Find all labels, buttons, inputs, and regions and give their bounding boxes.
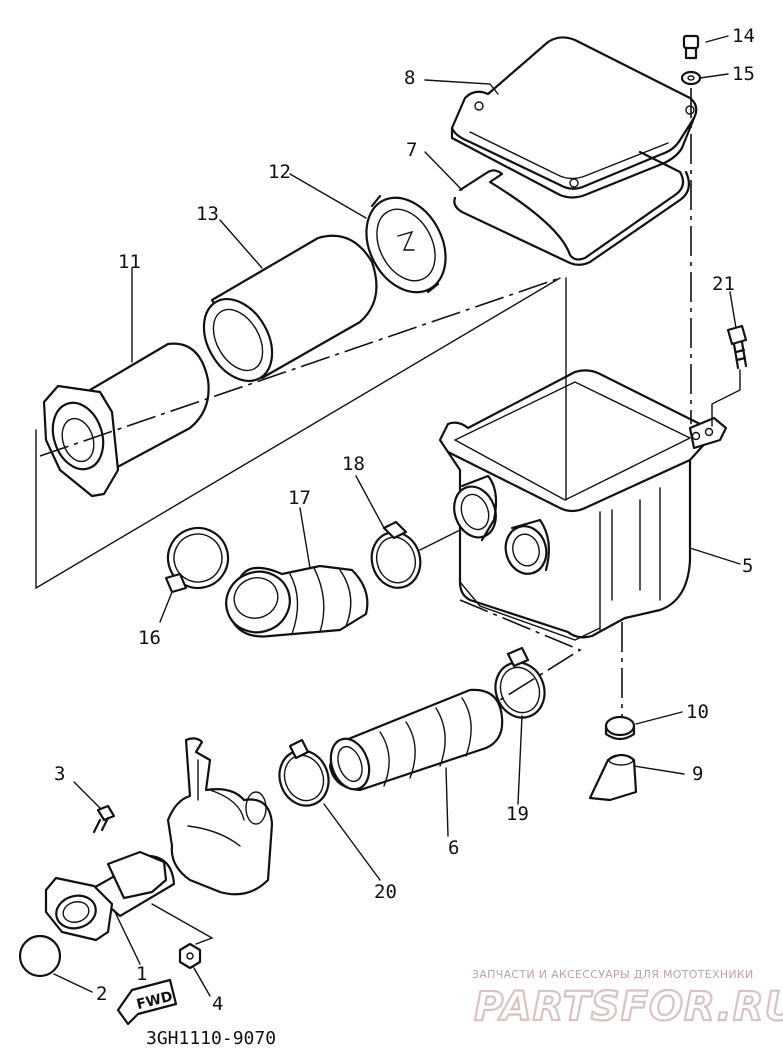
o-ring [18,934,62,978]
callout-13: 13 [196,203,219,225]
joint-hose-lower [328,688,504,792]
callout-1: 1 [136,963,147,985]
airbox-cover [450,36,698,199]
clamp-axis [419,529,461,551]
drain-clamp [604,715,636,741]
watermark-caption: ЗАПЧАСТИ И АКСЕССУАРЫ ДЛЯ МОТОТЕХНИКИ [472,968,754,981]
callout-8: 8 [404,67,415,89]
cover-gasket [453,150,691,266]
callout-19: 19 [506,803,529,825]
hose-clamp-lower [164,526,230,594]
callout-5: 5 [742,555,753,577]
callout-7: 7 [406,139,417,161]
cover-screw [682,34,700,60]
assembly-line [35,277,561,590]
joint-screw [92,804,116,834]
bolt-leader [711,369,741,427]
filter-element [202,234,378,383]
drain-hose [588,753,638,802]
airbox-case [438,277,728,641]
joint-nut [178,942,202,970]
callout-11: 11 [118,251,141,273]
callout-18: 18 [342,453,365,475]
callout-4: 4 [212,993,223,1015]
callout-6: 6 [448,837,459,859]
callout-21: 21 [712,273,735,295]
leader-lines [53,35,741,997]
callout-20: 20 [374,881,397,903]
callout-14: 14 [732,25,755,47]
joint-leader [151,903,214,945]
callout-16: 16 [138,627,161,649]
joint-hose-upper [225,564,369,638]
hose-clamp-upper [370,520,422,589]
callout-2: 2 [96,983,107,1005]
part-code: 3GH1110-9070 [146,1028,276,1049]
cover-washer [680,70,702,86]
callout-labels: 14 15 8 7 12 13 11 21 18 17 5 16 10 9 3 … [54,25,755,1015]
hose-clamp-right [494,646,546,719]
filter-guide [42,342,210,498]
callout-12: 12 [268,161,291,183]
callout-10: 10 [686,701,709,723]
callout-17: 17 [288,487,311,509]
callout-3: 3 [54,763,65,785]
forward-direction-tag: FWD [116,978,178,1026]
hose-clamp-carb [278,738,330,807]
filter-end-cap [365,194,447,294]
carburetor [166,737,274,896]
callout-15: 15 [732,63,755,85]
callout-9: 9 [692,763,703,785]
hose-axis [459,599,582,701]
watermark-brand: PARTSFOR.RU [474,984,783,1030]
carburetor-joint [44,850,176,942]
watermark-logo: ЗАПЧАСТИ И АКСЕССУАРЫ ДЛЯ МОТОТЕХНИКИ PA… [472,968,783,1031]
case-bolt [726,324,748,370]
